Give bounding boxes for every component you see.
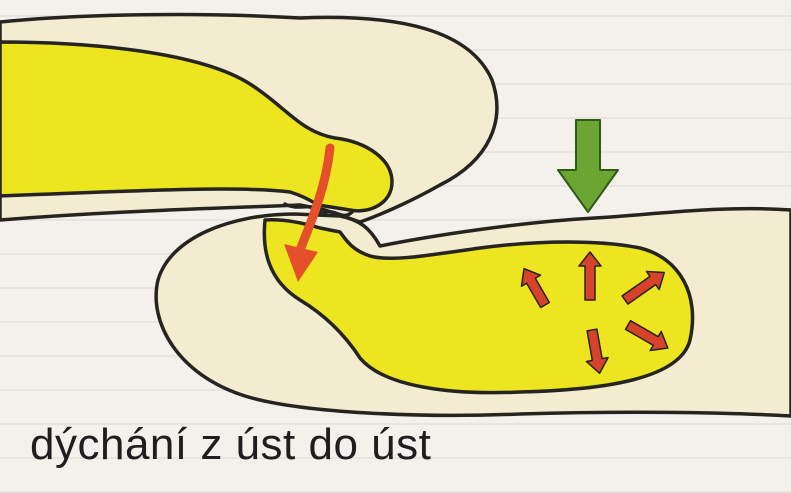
rescuer-head — [0, 15, 497, 222]
arrow-down-icon — [558, 120, 618, 212]
patient-head — [156, 209, 791, 416]
mouth-to-mouth-diagram — [0, 0, 791, 430]
diagram-caption: dýchání z úst do úst — [30, 420, 431, 470]
